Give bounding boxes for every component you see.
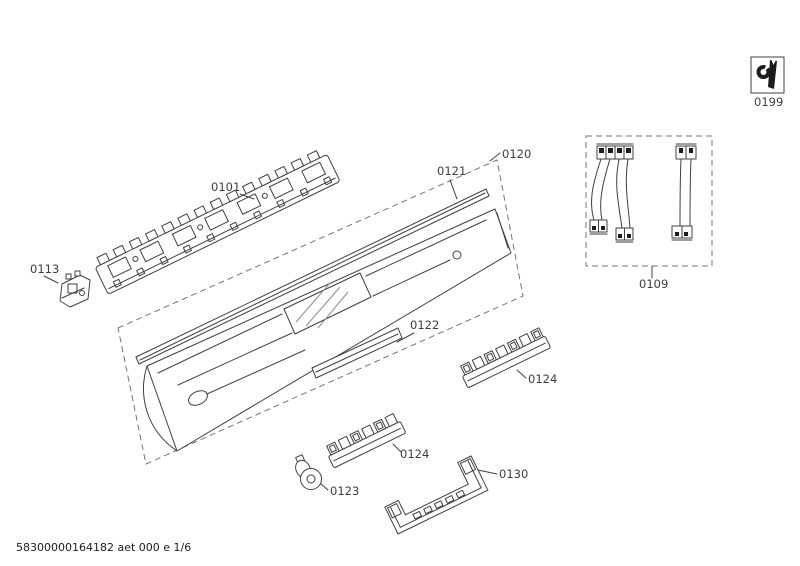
- part-0109-cable-set: [585, 135, 713, 267]
- assembly-boundary-0120: [117, 159, 524, 465]
- part-label-0121: 0121: [437, 164, 466, 178]
- display-window: [283, 272, 372, 335]
- part-0122-handle-strip: [311, 327, 403, 379]
- part-0101-control-module: [95, 150, 340, 294]
- part-0121-trim-strip: [135, 188, 490, 365]
- part-0130-mounting-bracket: [384, 455, 489, 535]
- cable-harness-right: [671, 143, 697, 241]
- part-label-0130: 0130: [499, 467, 528, 481]
- label-group-0124-center: 0124: [392, 443, 429, 461]
- part-0123-roller: [295, 454, 322, 490]
- label-group-0123: 0123: [320, 483, 359, 498]
- part-label-0109: 0109: [639, 277, 668, 291]
- part-label-0124-center: 0124: [400, 447, 429, 461]
- part-label-0120: 0120: [502, 147, 531, 161]
- label-group-0113: 0113: [30, 262, 59, 284]
- page-footer: 58300000164182 aet 000 e 1/6: [16, 541, 191, 554]
- part-label-0101: 0101: [211, 180, 240, 194]
- part-label-0199: 0199: [754, 95, 783, 109]
- service-logo: 0199: [750, 56, 785, 109]
- part-0124-button-row-center: [326, 413, 406, 468]
- label-group-0101: 0101: [211, 180, 255, 200]
- fascia-panel: [143, 208, 512, 452]
- label-group-0121: 0121: [437, 164, 466, 200]
- label-group-0120: 0120: [489, 147, 531, 162]
- label-group-0130: 0130: [477, 467, 528, 481]
- part-0113-end-clip: [59, 270, 91, 308]
- label-group-0122: 0122: [396, 318, 439, 343]
- part-label-0124-right: 0124: [528, 372, 557, 386]
- label-group-0109: 0109: [639, 265, 668, 291]
- label-group-0124-right: 0124: [516, 369, 557, 386]
- part-label-0113: 0113: [30, 262, 59, 276]
- cable-harness-left: [589, 143, 634, 243]
- part-label-0122: 0122: [410, 318, 439, 332]
- part-0124-button-row-right: [460, 327, 551, 388]
- part-label-0123: 0123: [330, 484, 359, 498]
